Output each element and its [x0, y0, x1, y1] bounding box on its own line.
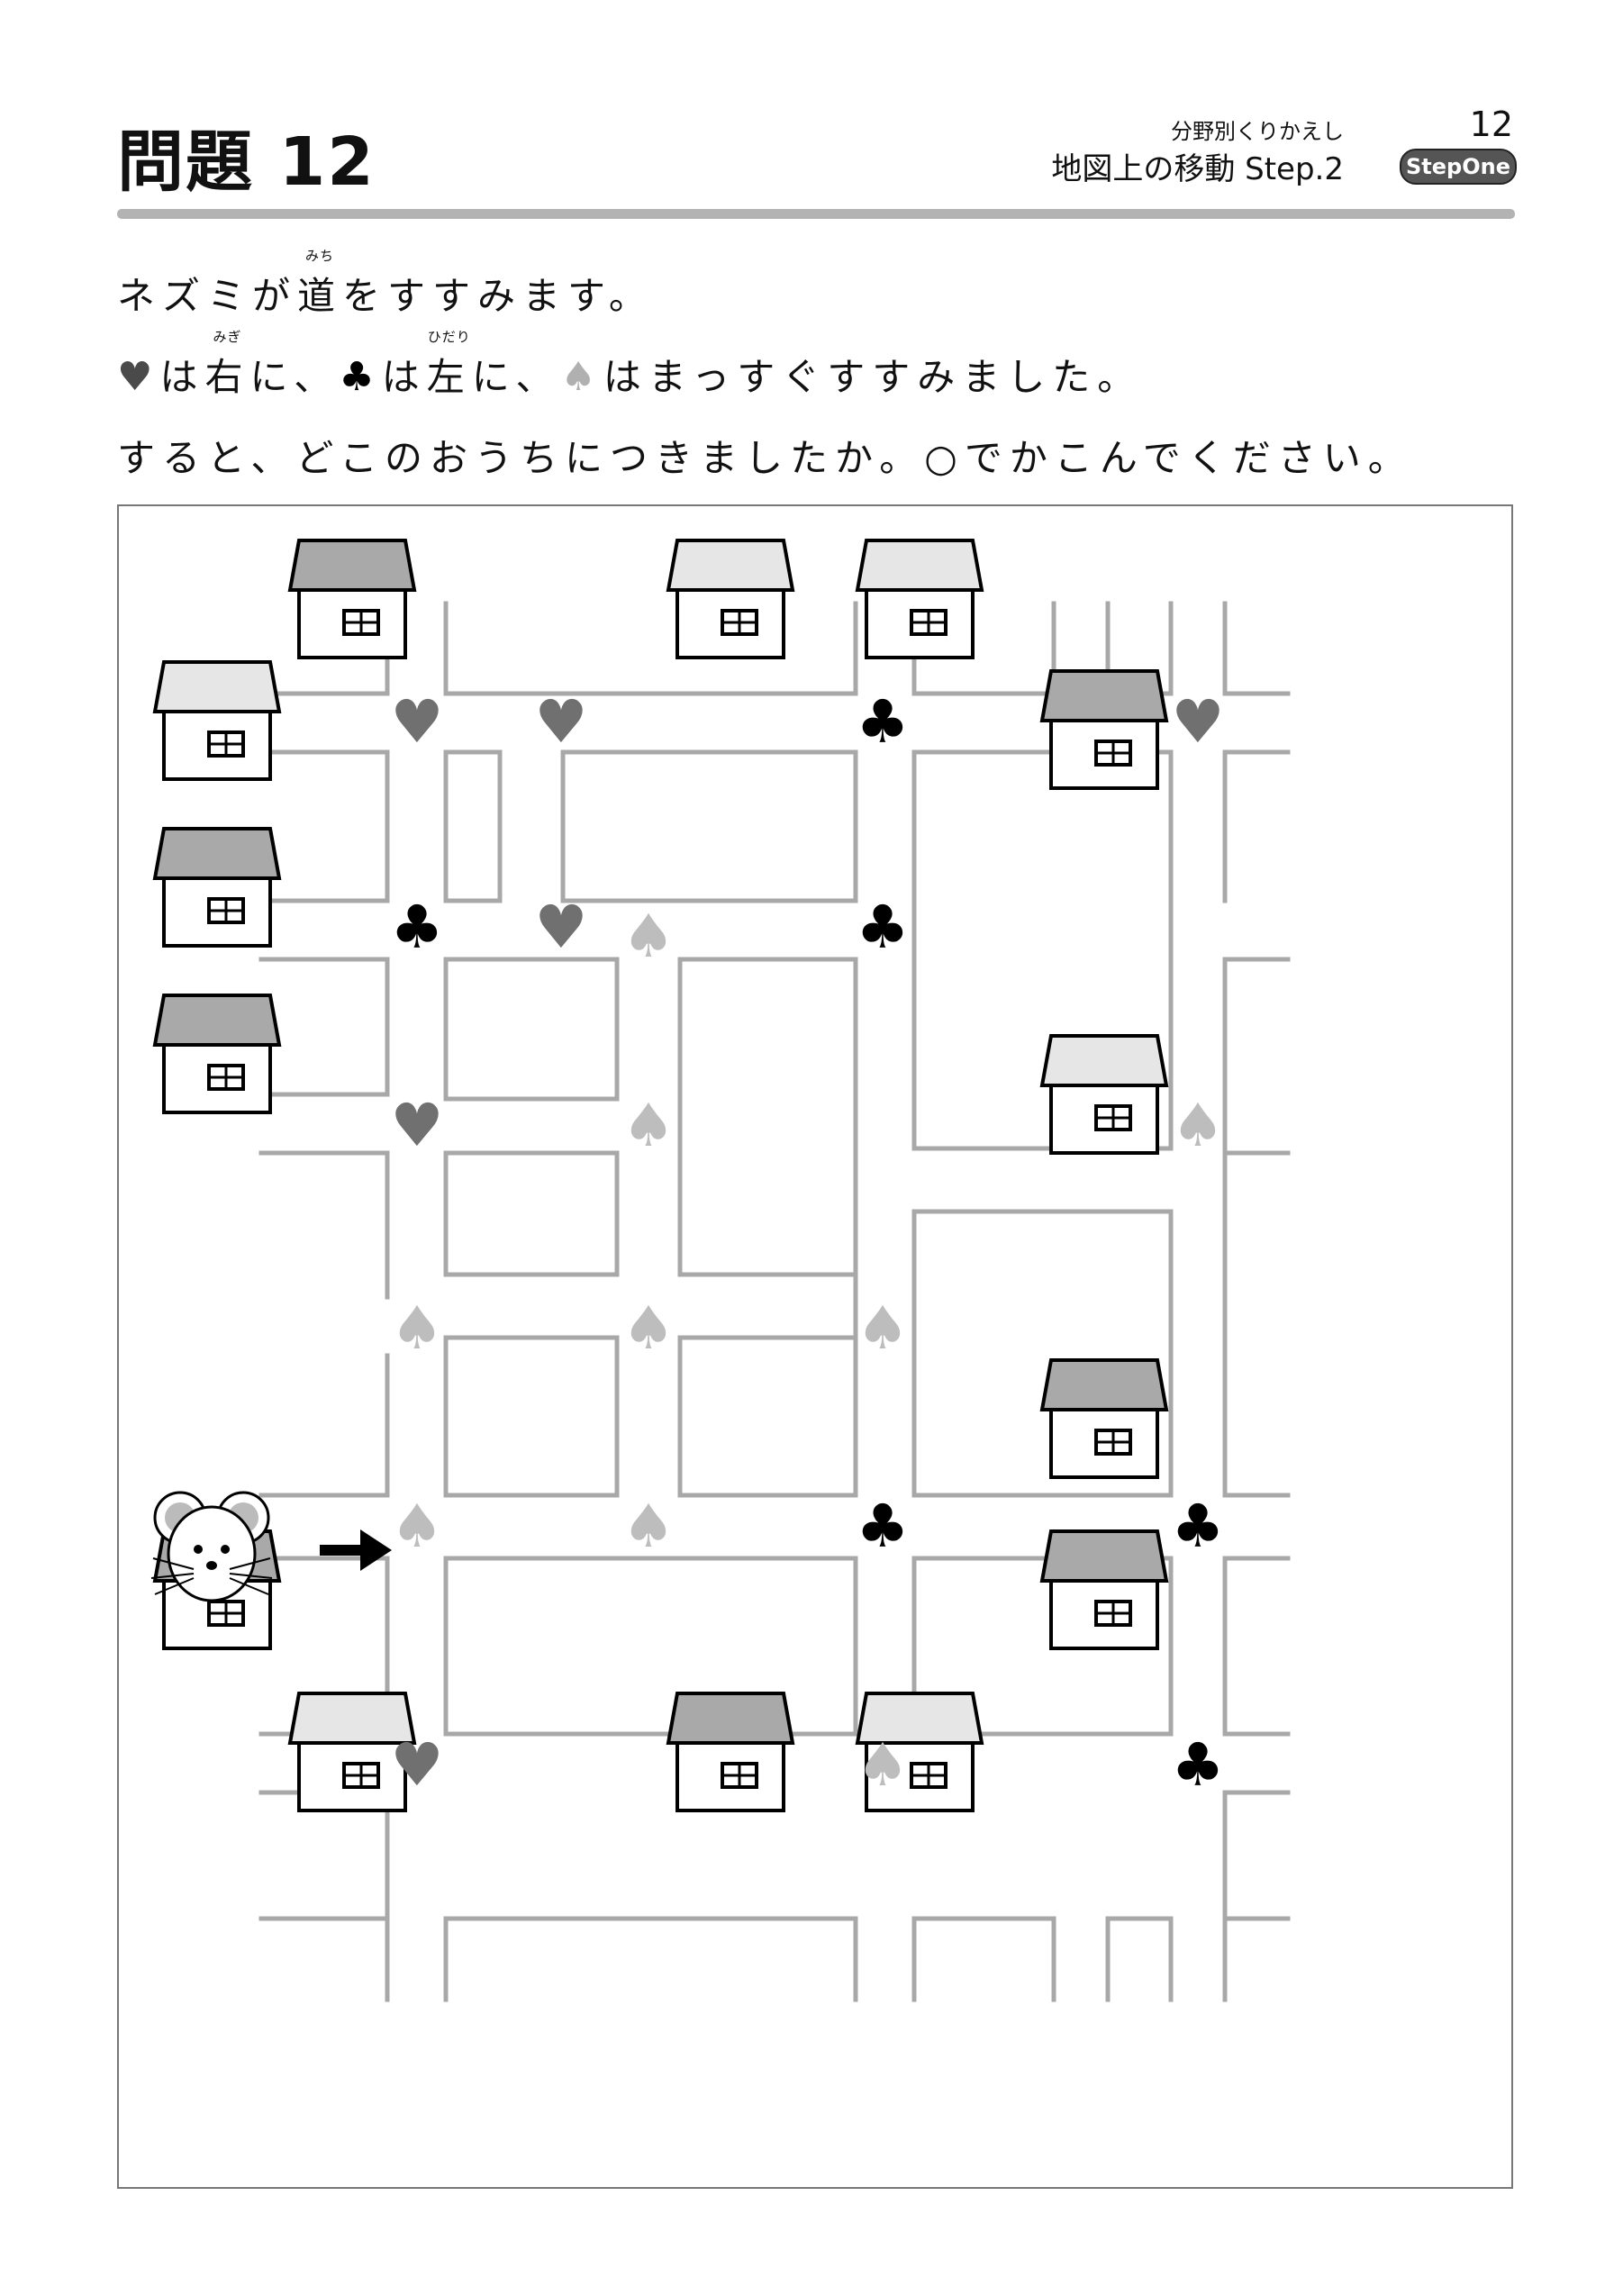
category-label: 分野別くりかえし — [1171, 119, 1344, 144]
city-block — [443, 749, 503, 903]
club-icon: ♣ — [856, 893, 909, 962]
house-roof — [152, 827, 282, 880]
house-icon — [152, 994, 282, 1114]
instruction-text: ネズミが — [117, 274, 298, 318]
page-number: 12 — [1469, 104, 1513, 144]
house-roof — [287, 539, 417, 592]
house-roof — [855, 539, 984, 592]
house-roof — [1039, 1358, 1169, 1411]
city-block — [443, 1556, 858, 1737]
mouse-eye — [221, 1545, 230, 1554]
spade-icon: ♠ — [621, 1091, 675, 1160]
brand-badge: StepOne — [1400, 149, 1517, 185]
heart-icon: ♥ — [534, 893, 587, 962]
club-icon: ♣ — [856, 687, 909, 757]
city-block — [677, 1335, 858, 1498]
house-icon — [855, 539, 984, 659]
mouse-whisker — [229, 1573, 273, 1579]
house-roof — [1039, 1529, 1169, 1583]
mouse-whisker — [229, 1577, 269, 1595]
street-map: ♥ ♥ ♣ ♥ ♣ ♥ ♠ ♣ ♥ ♠ ♠ ♠ ♠ ♠ ♠ ♠ ♣ ♣ ♥ ♠ ♣ — [150, 539, 1291, 2002]
heart-icon: ♥ — [534, 687, 587, 757]
heart-icon: ♥ — [390, 1730, 443, 1800]
club-icon: ♣ — [390, 893, 443, 962]
furigana: ひだり — [427, 329, 471, 345]
spade-icon: ♠ — [390, 1492, 443, 1561]
page-title: 問題 12 — [117, 123, 376, 201]
ruby-word: 右みぎ — [204, 329, 250, 402]
city-block — [443, 957, 620, 1102]
instruction-line-3: すると、どこのおうちにつきましたか。○でかこんでください。 — [117, 436, 1413, 480]
house-icon — [666, 1692, 795, 1812]
mouse-nose — [206, 1561, 217, 1570]
kanji: 道 — [297, 274, 343, 318]
spade-icon: ♠ — [621, 1293, 675, 1363]
city-block — [560, 749, 858, 903]
map-frame — [117, 504, 1513, 2189]
house-roof — [287, 1692, 417, 1745]
house-icon — [1039, 1358, 1169, 1479]
furigana: みち — [305, 248, 335, 264]
mouse-eye — [194, 1545, 203, 1554]
kanji: 左 — [426, 355, 472, 399]
house-icon — [152, 660, 282, 781]
city-block — [677, 957, 858, 1277]
spade-icon: ♠ — [560, 354, 603, 400]
club-icon: ♣ — [856, 1492, 909, 1561]
house-roof — [152, 994, 282, 1047]
instruction-text: はまっすぐすすみました。 — [603, 355, 1143, 399]
ruby-word: 道みち — [297, 248, 343, 321]
club-icon: ♣ — [1171, 1730, 1224, 1800]
instruction-text: に、 — [249, 355, 340, 399]
instruction-text: は — [381, 355, 427, 399]
house-roof — [1039, 669, 1169, 722]
house-icon — [1039, 669, 1169, 790]
house-roof — [855, 1692, 984, 1745]
lesson-subtitle: 地図上の移動 Step.2 — [1051, 151, 1344, 187]
instruction-text: に、 — [471, 355, 561, 399]
instruction-line-2: ♥は右みぎに、♣は左ひだりに、♠はまっすぐすすみました。 — [117, 329, 1143, 402]
house-icon — [1039, 1529, 1169, 1650]
house-icon — [855, 1692, 984, 1812]
instruction-text: をすすみます。 — [342, 274, 654, 318]
arrow-head — [360, 1529, 392, 1571]
spade-icon: ♠ — [856, 1730, 909, 1800]
arrow-shaft — [320, 1545, 365, 1556]
house-icon — [1039, 1034, 1169, 1155]
house-icon — [287, 1692, 417, 1812]
mouse-whisker — [152, 1557, 195, 1570]
ruby-word: 左ひだり — [426, 329, 472, 402]
instruction-line-1: ネズミが道 みちをすすみます。 — [117, 248, 654, 321]
house-roof — [666, 1692, 795, 1745]
house-icon — [287, 539, 417, 659]
kanji: 右 — [204, 355, 250, 399]
header-divider — [117, 209, 1515, 219]
mouse-icon — [150, 1491, 273, 1602]
house-roof — [1039, 1034, 1169, 1087]
mouse-whisker — [154, 1577, 195, 1595]
spade-icon: ♠ — [621, 1492, 675, 1561]
spade-icon: ♠ — [1171, 1091, 1224, 1160]
heart-icon: ♥ — [390, 687, 443, 757]
city-block — [443, 1335, 620, 1498]
mouse-whisker — [229, 1557, 271, 1570]
furigana: みぎ — [213, 329, 242, 345]
city-block — [443, 1150, 620, 1277]
heart-icon: ♥ — [117, 354, 160, 400]
mouse-face — [167, 1505, 257, 1602]
house-icon — [666, 539, 795, 659]
instruction-text: は — [159, 355, 205, 399]
spade-icon: ♠ — [390, 1293, 443, 1363]
mouse-whisker — [150, 1573, 195, 1579]
heart-icon: ♥ — [390, 1091, 443, 1160]
house-roof — [666, 539, 795, 592]
heart-icon: ♥ — [1171, 687, 1224, 757]
arrow-right-icon — [320, 1529, 392, 1571]
house-icon — [152, 827, 282, 948]
house-roof — [152, 660, 282, 713]
spade-icon: ♠ — [856, 1293, 909, 1363]
spade-icon: ♠ — [621, 902, 675, 971]
club-icon: ♣ — [1171, 1492, 1224, 1561]
club-icon: ♣ — [339, 354, 382, 400]
